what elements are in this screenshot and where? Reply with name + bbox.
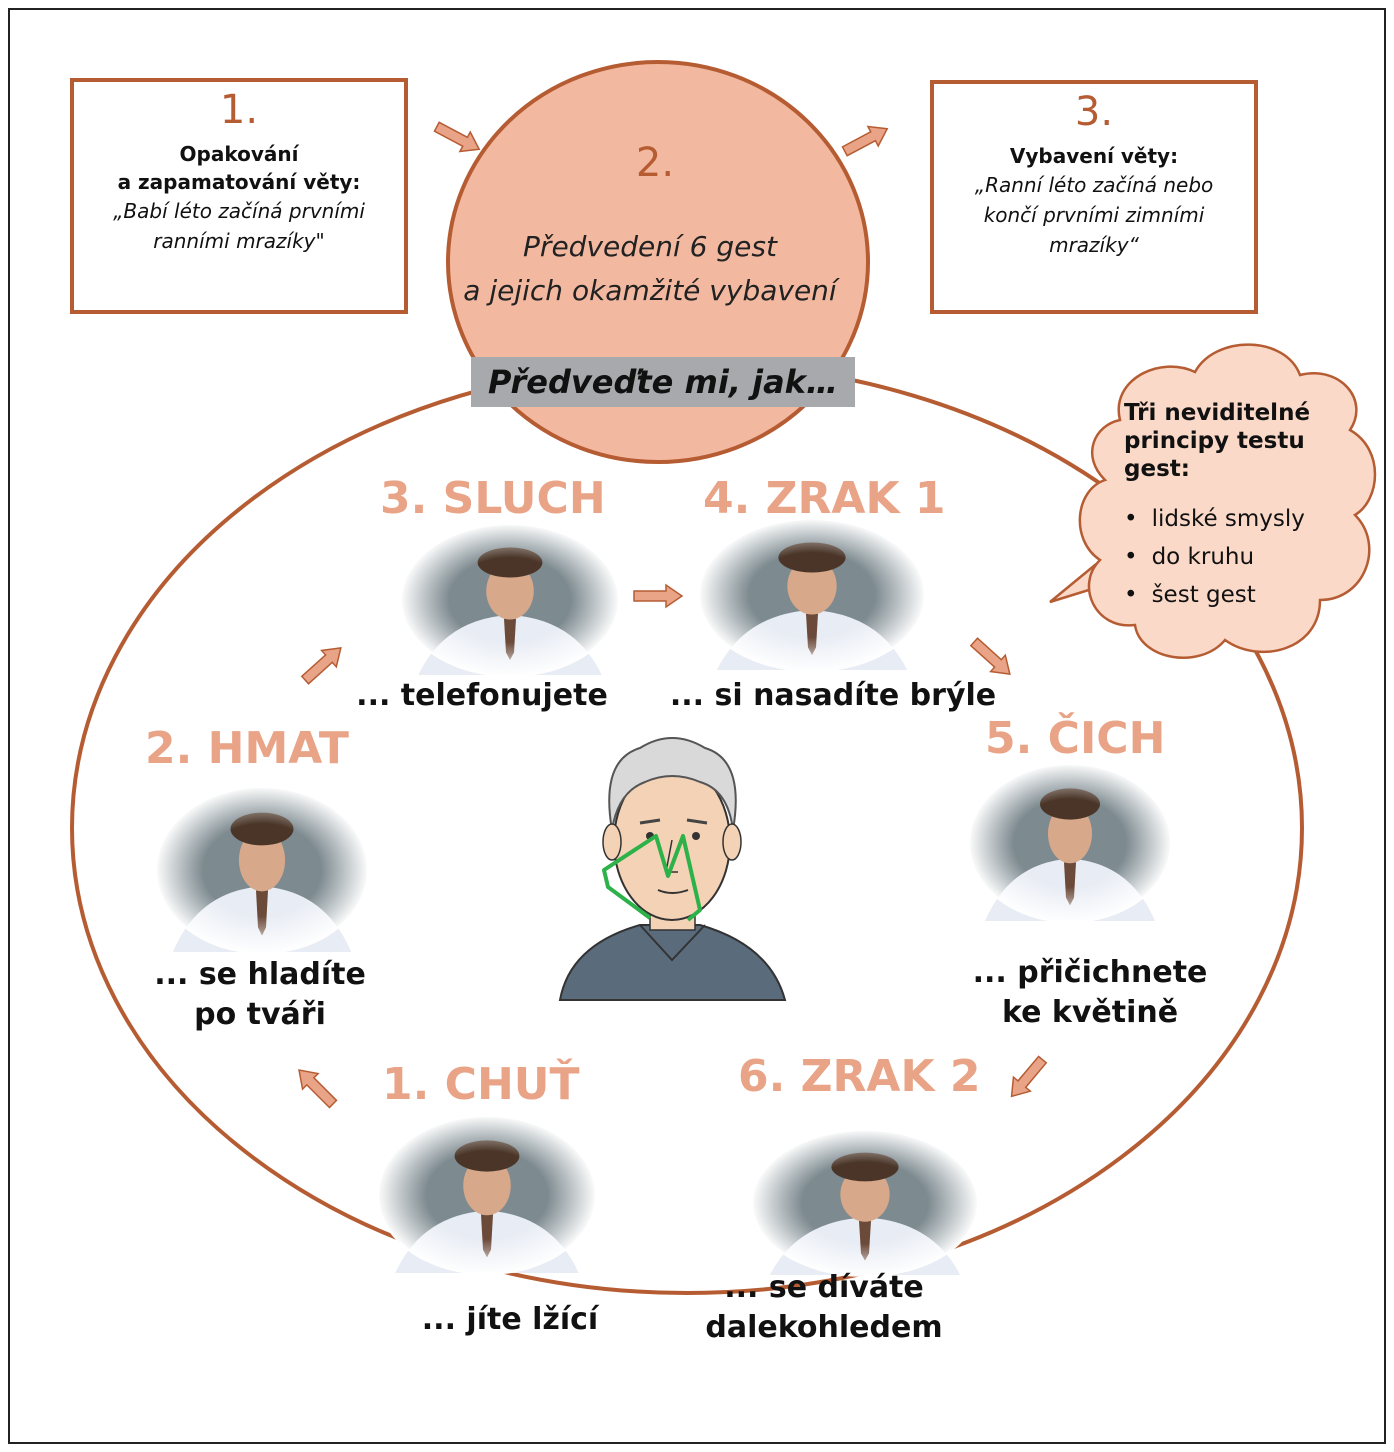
cloud-title-line1: Tři neviditelné	[1124, 400, 1311, 426]
action-caption-taste: ... jíte lžící	[400, 1300, 620, 1340]
cloud-title-line3: gest:	[1124, 456, 1190, 482]
step-3-box: 3. Vybavení věty: „Ranní léto začíná neb…	[930, 80, 1258, 314]
cloud-title-line2: principy testu	[1124, 428, 1305, 454]
action-sight-1-line1: ... si nasadíte brýle	[669, 678, 997, 713]
action-caption-sight-1: ... si nasadíte brýle	[668, 676, 998, 716]
action-taste-line1: ... jíte lžící	[421, 1302, 599, 1337]
step-1-box: 1. Opakování a zapamatování věty: „Babí …	[70, 78, 408, 314]
action-sight-2-line2: dalekohledem	[705, 1310, 943, 1345]
action-hearing-line1: ... telefonujete	[356, 678, 608, 713]
prompt-banner: Předveďte mi, jak…	[471, 357, 855, 407]
action-touch-line1: ... se hladíte	[154, 957, 366, 992]
sense-label-touch: 2. HMAT	[145, 723, 349, 774]
cloud-item-six-gestures: šest gest	[1124, 576, 1305, 614]
arrow-2-to-3	[838, 118, 894, 162]
step-2-number: 2.	[635, 140, 675, 186]
action-sight-2-line1: ... se díváte	[724, 1270, 924, 1305]
step-3-quote-line3: mrazíky“	[1049, 233, 1139, 257]
cloud-list: lidské smysly do kruhu šest gest	[1124, 500, 1305, 614]
sense-label-sight-1: 4. ZRAK 1	[703, 473, 946, 524]
step-1-number: 1.	[219, 87, 259, 133]
step-1-quote-line2: ranními mrazíky"	[153, 229, 325, 253]
photo-hearing	[400, 523, 620, 677]
photo-sight-1	[698, 518, 926, 672]
photo-touch	[155, 786, 369, 954]
action-smell-line2: ke květině	[1001, 995, 1179, 1030]
step-2-text: Předvedení 6 gest a jejich okamžité vyba…	[410, 225, 890, 313]
action-touch-line2: po tváři	[194, 997, 326, 1032]
sense-label-smell: 5. ČICH	[985, 713, 1166, 764]
step-3-number: 3.	[1074, 89, 1114, 135]
cloud-item-senses: lidské smysly	[1124, 500, 1305, 538]
sense-label-hearing: 3. SLUCH	[380, 473, 606, 524]
cloud-item-circle: do kruhu	[1124, 538, 1305, 576]
photo-taste	[377, 1115, 597, 1275]
step-1-quote-line1: „Babí léto začíná prvními	[113, 199, 365, 223]
step-1-title-line2: a zapamatování věty:	[117, 170, 361, 194]
photo-sight-2	[751, 1129, 979, 1277]
step-3-quote-line1: „Ranní léto začíná nebo	[974, 173, 1214, 197]
step-1-title-line1: Opakování	[179, 142, 299, 166]
action-caption-touch: ... se hladíte po tváři	[140, 955, 380, 1035]
arrow-1-to-2	[430, 116, 486, 160]
face-illustration-icon	[558, 737, 787, 1001]
cloud-title: Tři neviditelné principy testu gest:	[1124, 399, 1334, 483]
sense-label-taste: 1. CHUŤ	[382, 1059, 580, 1110]
step-2-text-line2: a jejich okamžité vybavení	[463, 274, 837, 307]
photo-smell	[968, 763, 1172, 923]
action-caption-hearing: ... telefonujete	[352, 676, 612, 716]
step-3-title: Vybavení věty:	[1009, 144, 1179, 168]
action-smell-line1: ... přičichnete	[972, 955, 1208, 990]
step-3-quote-line2: končí prvními zimními	[983, 203, 1205, 227]
action-caption-smell: ... přičichnete ke květině	[960, 953, 1220, 1033]
action-caption-sight-2: ... se díváte dalekohledem	[704, 1268, 944, 1348]
sense-label-sight-2: 6. ZRAK 2	[738, 1051, 981, 1102]
step-2-text-line1: Předvedení 6 gest	[523, 230, 777, 263]
